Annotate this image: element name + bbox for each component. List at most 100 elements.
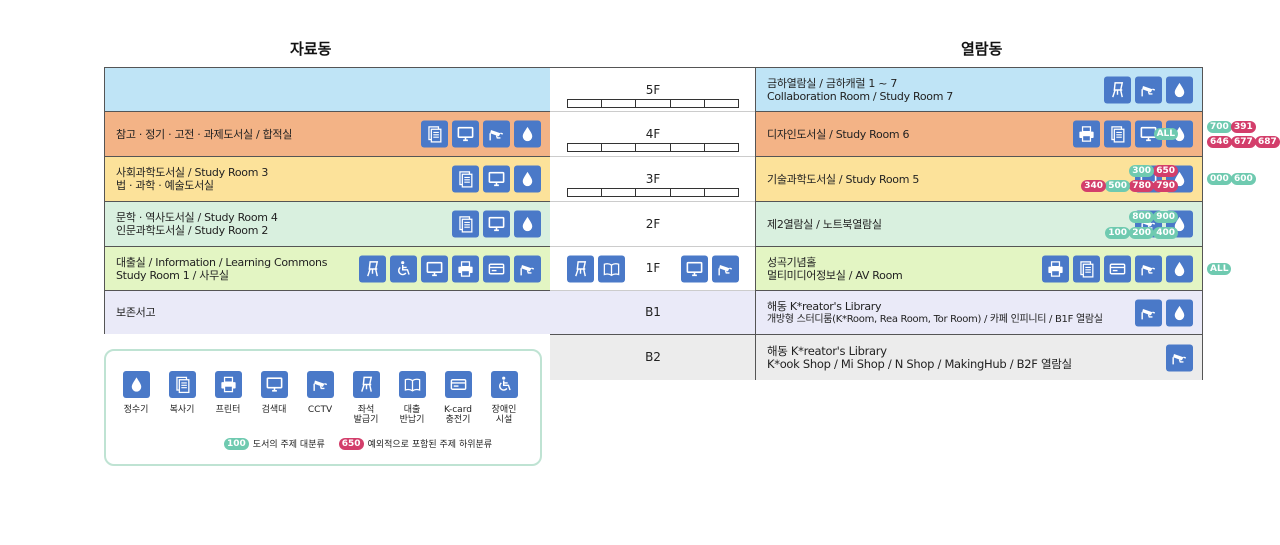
computer-icon [260,371,288,398]
seat-icon [352,371,380,398]
floor-label: 3F [645,172,661,186]
room-label-line: 기술과학도서실 / Study Room 5 [767,172,920,186]
class-badge: 400 [1153,227,1178,239]
copier-icon [168,371,196,398]
printer-icon [1042,255,1069,282]
cctv-icon [1166,344,1193,371]
class-badge: 646 [1207,136,1232,148]
card-icon [483,255,510,282]
floor-cell: 2F [550,202,756,247]
facility-icons-right [681,255,739,282]
room-label: 참고 · 정기 · 고전 · 과제도서실 / 합적실 [105,128,292,141]
facility-icons [452,165,541,193]
class-badge: 300 [1129,165,1154,177]
room-label-line: 금하열람실 / 금하캐럴 1 ~ 7 [767,76,898,90]
class-badge: 200 [1129,227,1154,239]
class-badge: 340 [1081,180,1106,192]
floor-label: 2F [645,216,661,231]
room-label-line: 해동 K*reator's Library [767,299,882,313]
book-icon [598,255,625,282]
class-badge: 900 [1153,211,1178,223]
room-label-line: 멀티미디어정보실 / AV Room [767,268,903,282]
room-label-line: 법 · 과학 · 예술도서실 [116,179,214,192]
floor-label: 1F [645,261,661,275]
copier-icon [452,165,479,193]
room-label-line: 제2열람실 / 노트북열람실 [767,217,882,231]
cctv-icon [1135,299,1162,326]
floor-label: 4F [645,127,661,141]
copier-icon [1073,255,1100,282]
class-badge: 800 [1129,211,1154,223]
room-label-line: 개방형 스터디룸(K*Room, Rea Room, Tor Room) / 카… [767,313,1103,325]
copier-icon [421,120,448,148]
water-icon [122,371,150,398]
water-icon [1166,255,1193,282]
room-label: 기술과학도서실 / Study Room 5 [756,173,919,186]
facility-icons [1042,255,1193,282]
room-label-line: 참고 · 정기 · 고전 · 과제도서실 / 합적실 [116,127,293,141]
water-icon [1166,76,1193,103]
floor-label: B2 [645,349,661,364]
header-right: 열람동 [961,40,1003,58]
room-label-line: 대출실 / Information / Learning Commons [116,255,328,269]
left-floor-row [105,68,550,112]
water-icon [514,210,541,238]
class-badge: 500 [1105,180,1130,192]
facility-icons [1104,76,1193,103]
floor-cell: 5F [550,68,756,112]
computer-icon [681,255,708,282]
room-label-line: Collaboration Room / Study Room 7 [767,89,954,103]
legend-item: 정수기 [116,371,156,415]
floor-cell: 1F [550,247,756,291]
computer-icon [483,210,510,238]
class-badge: 687 [1255,136,1280,148]
book-icon [398,371,426,398]
class-badge: 600 [1231,173,1256,185]
room-label-line: 보존서고 [116,306,156,319]
room-label-line: 디자인도서실 / Study Room 6 [767,127,910,141]
printer-icon [452,255,479,282]
floor-plan-bar [567,99,739,108]
class-badge: 650 [1153,165,1178,177]
left-floor-row: 보존서고 [105,291,550,334]
room-label-line: 성곡기념홀 [767,255,817,269]
cctv-icon [514,255,541,282]
room-label-line: Study Room 1 / 사무실 [116,268,229,282]
class-badge: 790 [1153,180,1178,192]
facility-icons [1135,299,1193,326]
floor-cell: B1 [550,291,756,335]
printer-icon [1073,120,1100,148]
facility-icons [359,255,541,282]
room-label: 디자인도서실 / Study Room 6 [756,127,910,141]
floor-plan-bar [567,188,739,197]
class-badge: 677 [1231,136,1256,148]
room-label-line: 인문과학도서실 / Study Room 2 [116,224,269,237]
right-floor-row: 제2열람실 / 노트북열람실 [756,202,1202,247]
cctv-icon [483,120,510,148]
legend-label: 검색대 [261,405,287,415]
left-floor-row: 참고 · 정기 · 고전 · 과제도서실 / 합적실 [105,112,550,157]
room-label: 보존서고 [105,306,156,319]
legend-item: 복사기 [162,371,202,415]
class-badge: 700 [1207,121,1232,133]
cctv-icon [712,255,739,282]
legend-item: 검색대 [254,371,294,415]
room-label: 제2열람실 / 노트북열람실 [756,218,882,231]
floor-label: 5F [645,83,661,97]
facility-icons [1166,344,1193,371]
water-icon [514,120,541,148]
class-badge: ALL [1207,263,1232,275]
accessible-icon [390,255,417,282]
